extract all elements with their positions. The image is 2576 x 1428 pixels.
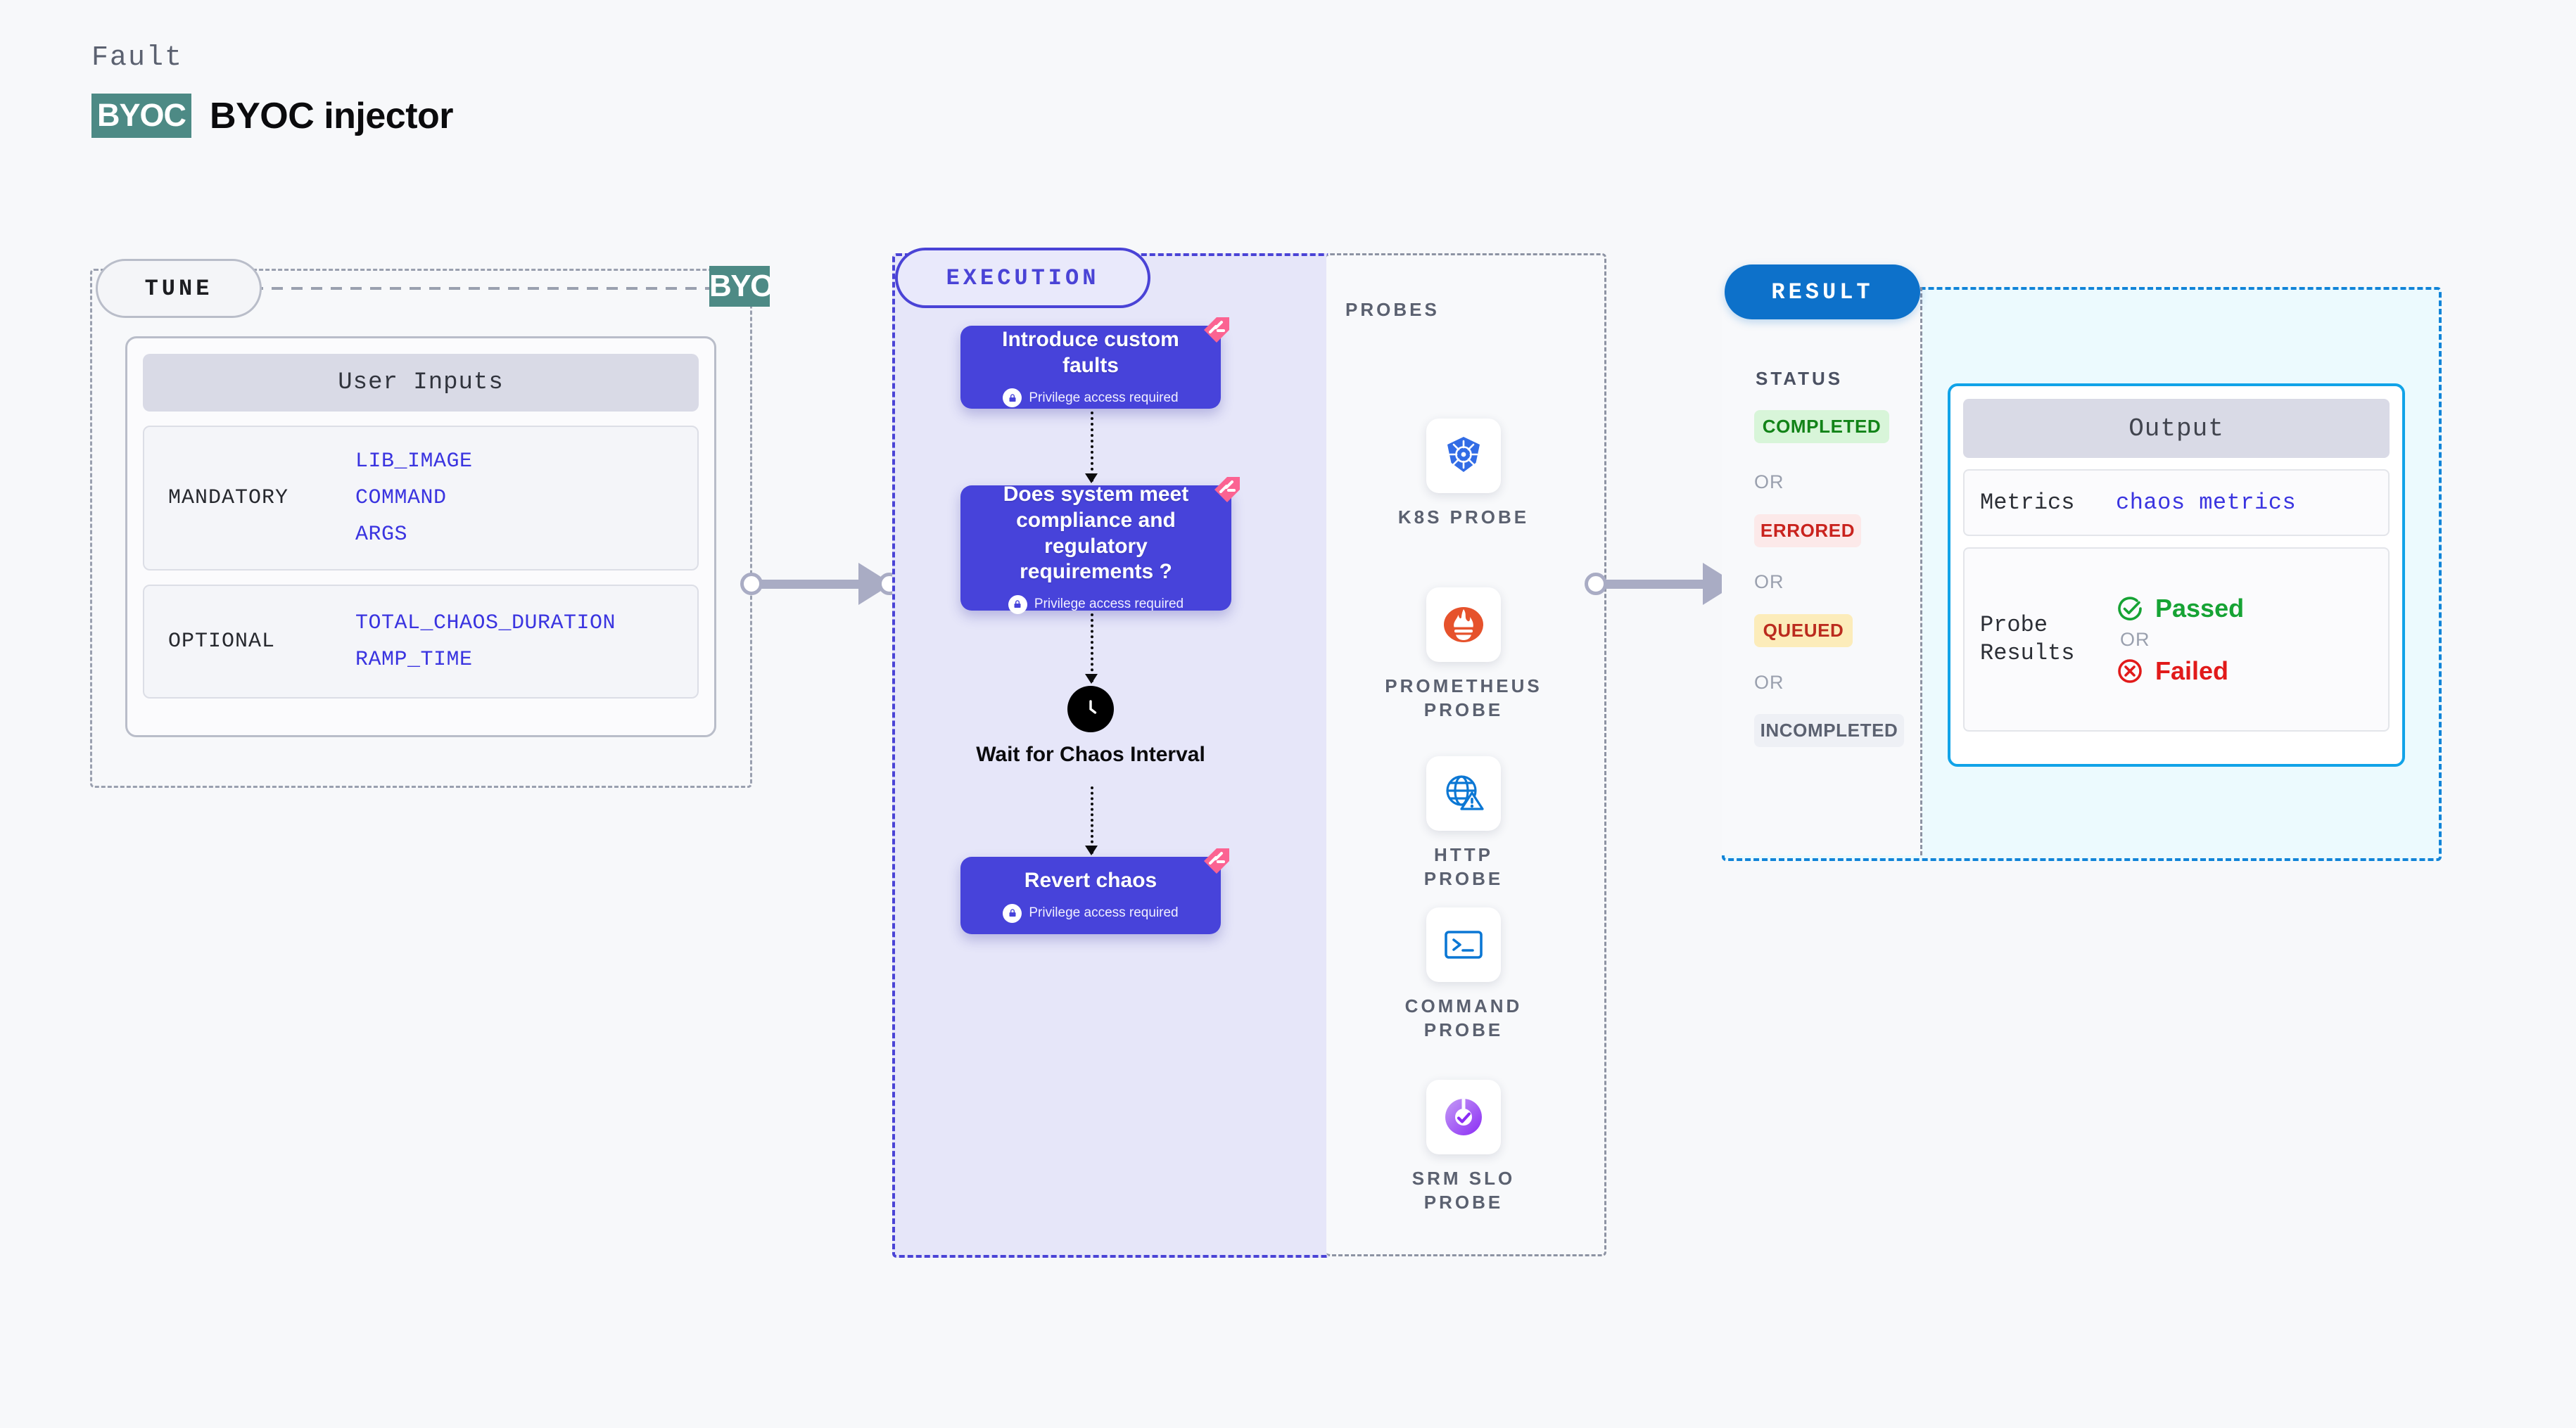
lock-icon xyxy=(1003,388,1022,408)
kubernetes-icon xyxy=(1426,419,1501,493)
probe-name: PROMETHEUS PROBE xyxy=(1385,675,1542,720)
node-title: Does system meet compliance and regulato… xyxy=(1003,483,1189,584)
srm-slo-icon xyxy=(1426,1080,1501,1154)
arrow-head-icon xyxy=(1085,473,1098,483)
output-metrics-value[interactable]: chaos metrics xyxy=(2116,490,2297,516)
param-item[interactable]: COMMAND xyxy=(355,486,447,510)
flow-arrow xyxy=(1085,613,1098,684)
tune-region-label: TUNE xyxy=(96,259,262,318)
output-row-key: Metrics xyxy=(1980,489,2075,516)
privilege-badge: Privilege access required xyxy=(1003,903,1179,923)
output-row-metrics: Metrics chaos metrics xyxy=(1963,469,2390,536)
probe-item-http[interactable]: HTTP PROBE xyxy=(1393,756,1534,891)
flow-arrow xyxy=(1085,786,1098,855)
byoc-edge-badge: BYOC xyxy=(709,266,770,307)
privilege-badge: Privilege access required xyxy=(1003,388,1179,408)
lock-icon xyxy=(1008,594,1027,614)
execution-node-wait-for-chaos-interval[interactable]: Wait for Chaos Interval xyxy=(960,686,1221,768)
byoc-badge: BYOC xyxy=(91,94,192,138)
execution-region xyxy=(892,253,1331,1258)
status-badge-incompleted: INCOMPLETED xyxy=(1754,714,1904,747)
arrow-head-icon xyxy=(1085,846,1098,855)
probe-name: COMMAND PROBE xyxy=(1404,995,1523,1040)
tune-label-connector xyxy=(252,287,716,290)
probe-result-failed: Failed xyxy=(2116,656,2244,686)
output-row-probe-results: Probe Results Passed OR Failed xyxy=(1963,547,2390,732)
result-region-label: RESULT xyxy=(1725,264,1920,319)
status-or-label: OR xyxy=(1754,571,1784,592)
page-title: BYOC injector xyxy=(210,95,454,136)
prometheus-icon xyxy=(1426,587,1501,662)
output-card: Output Metrics chaos metrics Probe Resul… xyxy=(1948,383,2405,767)
flow-arrow xyxy=(1085,412,1098,483)
status-badge-errored: ERRORED xyxy=(1754,514,1861,547)
privilege-badge: Privilege access required xyxy=(1008,594,1184,614)
connector-shaft xyxy=(751,580,873,589)
probe-name: K8S PROBE xyxy=(1397,506,1530,528)
param-group-kind: OPTIONAL xyxy=(168,630,276,654)
connector-tune-to-execution xyxy=(740,563,902,605)
arrow-line xyxy=(1091,412,1093,482)
arrow-line xyxy=(1091,613,1093,682)
check-circle-icon xyxy=(2118,596,2142,620)
execution-node-revert-chaos[interactable]: Revert chaos Privilege access required xyxy=(960,848,1229,934)
execution-node-introduce-custom-faults[interactable]: Introduce custom faults Privilege access… xyxy=(960,317,1229,409)
probe-result-values: Passed OR Failed xyxy=(2116,594,2244,686)
probe-result-label: Passed xyxy=(2155,593,2245,623)
connector-start-dot xyxy=(1585,573,1607,595)
lock-icon xyxy=(1003,903,1022,923)
status-or-label: OR xyxy=(1754,672,1784,693)
arrow-head-icon xyxy=(1085,674,1098,684)
node-title: Revert chaos xyxy=(1024,869,1157,893)
execution-region-label: EXECUTION xyxy=(895,248,1150,308)
param-item[interactable]: RAMP_TIME xyxy=(355,648,473,672)
status-badge-queued: QUEUED xyxy=(1754,614,1853,647)
clock-icon xyxy=(1067,686,1114,732)
output-row-key: Probe Results xyxy=(1980,612,2075,666)
privilege-text: Privilege access required xyxy=(1029,390,1179,405)
node-title: Introduce custom faults xyxy=(1002,327,1179,377)
param-list: LIB_IMAGE COMMAND ARGS xyxy=(355,450,473,547)
status-or-label: OR xyxy=(1754,471,1784,492)
param-group-mandatory: MANDATORY LIB_IMAGE COMMAND ARGS xyxy=(143,426,699,570)
param-list: TOTAL_CHAOS_DURATION RAMP_TIME xyxy=(355,611,616,672)
tune-region xyxy=(90,269,752,788)
param-item[interactable]: TOTAL_CHAOS_DURATION xyxy=(355,611,616,635)
probe-item-prometheus[interactable]: PROMETHEUS PROBE xyxy=(1385,587,1540,722)
probe-item-command[interactable]: COMMAND PROBE xyxy=(1393,907,1534,1043)
connector-shaft xyxy=(1596,580,1717,589)
connector-start-dot xyxy=(740,573,763,595)
fault-kicker: Fault xyxy=(91,42,184,74)
probe-name: HTTP PROBE xyxy=(1423,844,1504,889)
output-title: Output xyxy=(1963,399,2390,458)
status-column xyxy=(1722,287,1922,855)
x-circle-icon xyxy=(2118,658,2142,683)
probe-result-label: Failed xyxy=(2155,656,2229,685)
privilege-text: Privilege access required xyxy=(1034,597,1184,612)
title-row: BYOC BYOC injector xyxy=(91,94,454,138)
param-group-kind: MANDATORY xyxy=(168,486,289,510)
probes-title: PROBES xyxy=(1345,299,1440,320)
probe-result-passed: Passed xyxy=(2116,594,2244,623)
probe-result-or-label: OR xyxy=(2120,628,2150,650)
status-badge-completed: COMPLETED xyxy=(1754,410,1889,443)
arrow-line xyxy=(1091,786,1093,854)
page-header: Fault BYOC BYOC injector xyxy=(91,42,454,138)
status-title: STATUS xyxy=(1756,368,1844,389)
node-title: Wait for Chaos Interval xyxy=(976,743,1205,766)
probe-name: SRM SLO PROBE xyxy=(1411,1168,1516,1213)
terminal-icon xyxy=(1426,907,1501,982)
privilege-text: Privilege access required xyxy=(1029,905,1179,921)
user-inputs-card: User Inputs MANDATORY LIB_IMAGE COMMAND … xyxy=(125,336,716,737)
param-item[interactable]: ARGS xyxy=(355,523,408,547)
param-item[interactable]: LIB_IMAGE xyxy=(355,450,473,473)
user-inputs-title: User Inputs xyxy=(143,354,699,412)
probe-item-srm-slo[interactable]: SRM SLO PROBE xyxy=(1393,1080,1534,1215)
probe-item-k8s[interactable]: K8S PROBE xyxy=(1393,419,1534,530)
execution-node-compliance-check[interactable]: Does system meet compliance and regulato… xyxy=(960,477,1240,614)
param-group-optional: OPTIONAL TOTAL_CHAOS_DURATION RAMP_TIME xyxy=(143,585,699,699)
globe-warning-icon xyxy=(1426,756,1501,831)
